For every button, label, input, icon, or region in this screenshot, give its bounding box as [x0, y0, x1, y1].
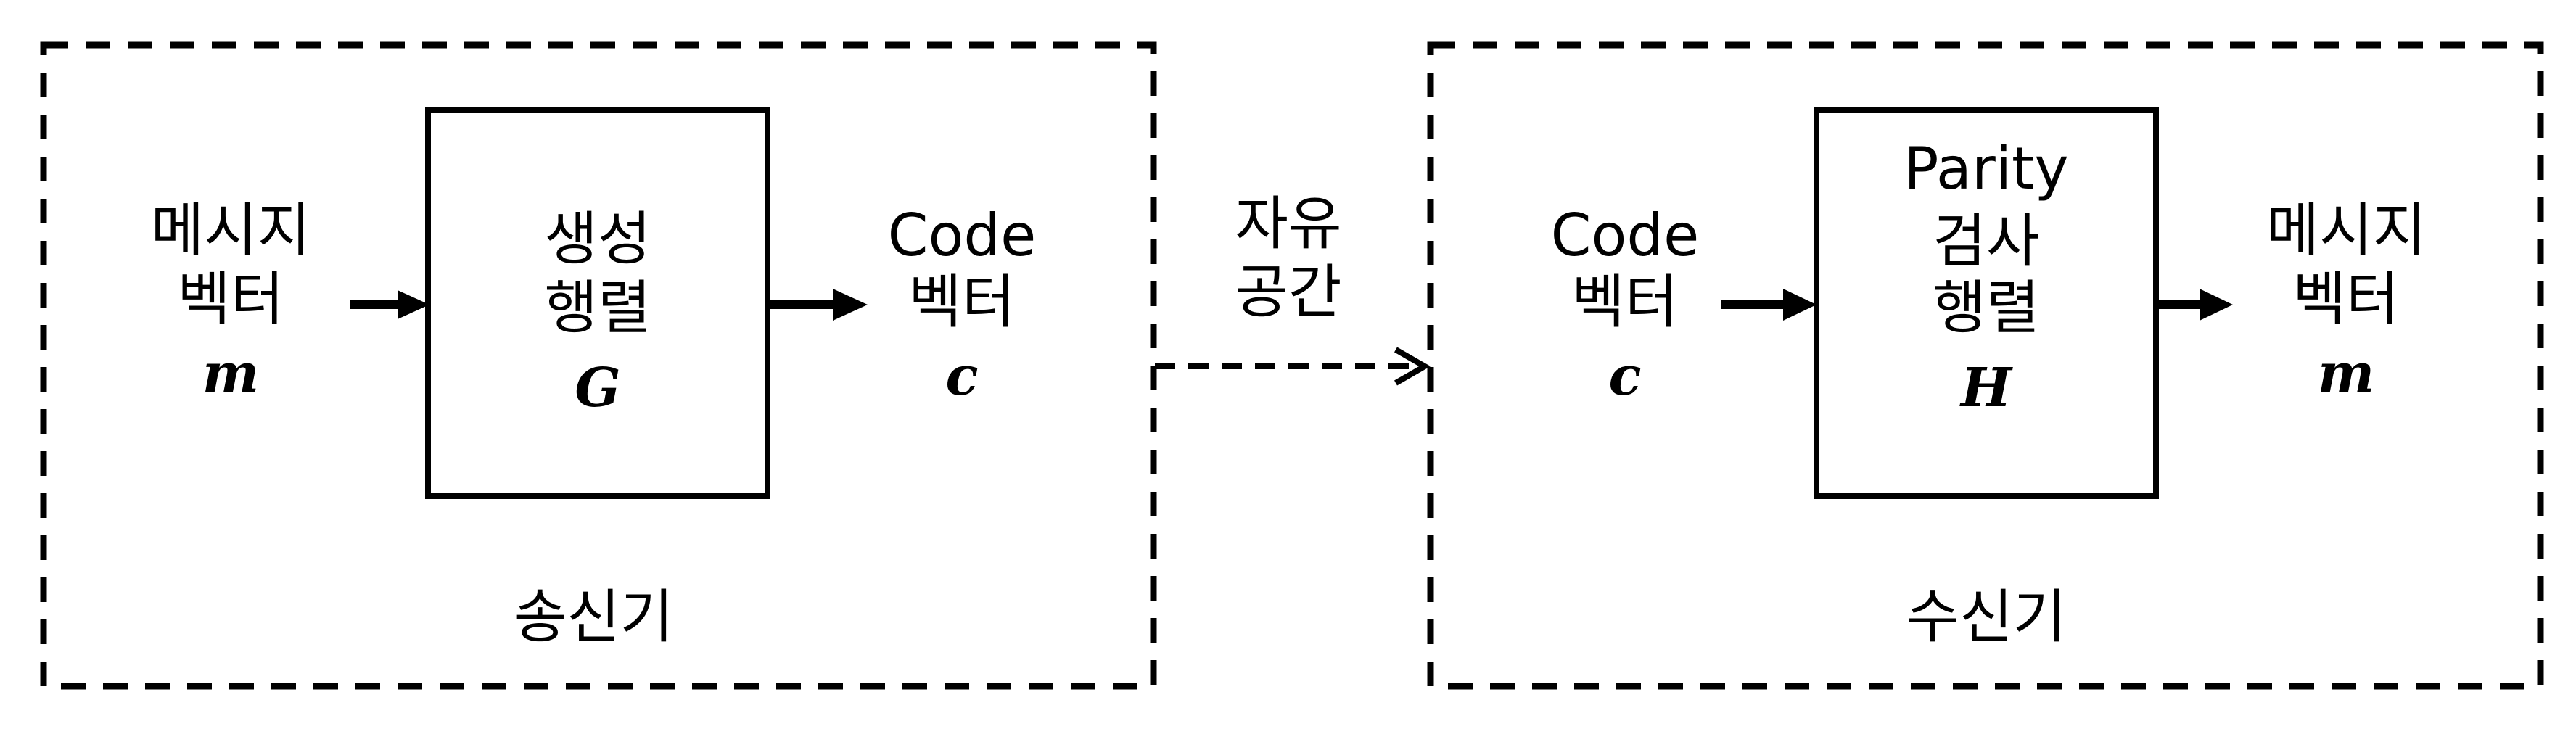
transmitter-dashed-boundary: [40, 41, 1157, 690]
message-vector-symbol: m: [202, 342, 259, 405]
receiver-input-label-line2: 벡터: [1571, 268, 1678, 336]
generator-block-label-line1: 생성: [544, 205, 651, 273]
channel-label-line2: 공간: [1235, 258, 1341, 326]
generator-block-label-line2: 행렬: [544, 274, 651, 342]
message-vector-symbol-rx: m: [2318, 342, 2374, 405]
receiver-input-label-line1: Code: [1551, 202, 1700, 269]
transmitter-output-label-line2: 벡터: [908, 268, 1015, 336]
transmitter-input-label-line1: 메시지: [151, 197, 311, 264]
code-vector-symbol-tx: c: [945, 345, 978, 408]
parity-check-matrix-symbol: H: [1959, 357, 2013, 419]
channel-label-line1: 자유: [1235, 190, 1341, 258]
transmitter-output-label-line1: Code: [888, 202, 1037, 269]
generator-matrix-symbol: G: [575, 357, 620, 419]
parity-check-matrix-block: [1814, 107, 2159, 499]
receiver-title: 수신기: [1906, 583, 2067, 651]
code-vector-symbol-rx: c: [1608, 345, 1641, 408]
channel-section: 자유 공간: [1155, 190, 1431, 386]
parity-block-label-line2: 검사: [1933, 207, 2039, 275]
receiver-output-label-line2: 벡터: [2292, 265, 2399, 333]
arrow-parity-to-message: [2159, 289, 2233, 321]
generator-matrix-block: [425, 107, 770, 499]
receiver-section: Code 벡터 c Parity 검사 행렬 H 메시지 벡터 m 수신기: [1427, 41, 2544, 690]
receiver-output-label-line1: 메시지: [2266, 197, 2427, 264]
dashed-channel-arrow: [1155, 347, 1431, 386]
transmitter-section: 메시지 벡터 m 생성 행렬 G Code 벡터 c 송신기: [40, 41, 1157, 690]
receiver-dashed-boundary: [1427, 41, 2544, 690]
parity-block-label-line3: 행렬: [1933, 274, 2039, 342]
arrow-code-to-parity: [1721, 289, 1816, 321]
transmitter-title: 송신기: [514, 583, 674, 651]
parity-block-label-line1: Parity: [1904, 135, 2069, 202]
arrow-message-to-generator: [350, 290, 429, 319]
arrow-generator-to-code: [770, 289, 868, 321]
transmitter-input-label-line2: 벡터: [177, 265, 284, 333]
